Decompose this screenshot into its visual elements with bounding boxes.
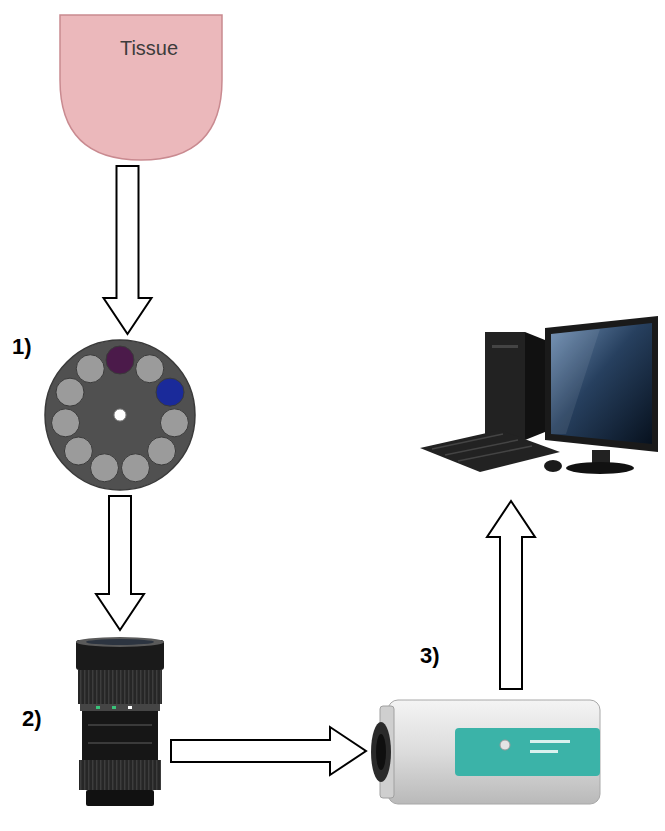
- camera-body-part: [530, 740, 570, 743]
- filter-wheel-part: [160, 409, 188, 437]
- camera-lens-part: [78, 670, 162, 704]
- block-arrow: [96, 496, 144, 630]
- camera-body: [371, 700, 600, 804]
- camera-lens-part: [128, 706, 132, 709]
- callout-number: 1): [12, 334, 32, 360]
- block-arrow: [104, 166, 152, 334]
- tissue-shape: [60, 15, 222, 160]
- camera-lens-part: [88, 742, 152, 744]
- computer-part: [485, 332, 525, 440]
- computer-part: [492, 345, 518, 348]
- camera-body-part: [376, 734, 386, 770]
- filter-wheel-part: [91, 454, 119, 482]
- camera-lens: [76, 637, 164, 806]
- computer-part: [432, 434, 503, 449]
- camera-lens: 2): [75, 636, 165, 808]
- camera-lens-part: [96, 706, 100, 709]
- node-label: Tissue: [60, 37, 238, 60]
- filter-wheel-part: [114, 409, 126, 421]
- camera-body-part: [500, 740, 510, 750]
- filter-wheel-part: [148, 437, 176, 465]
- camera-lens-part: [88, 724, 152, 726]
- camera-body: 3): [372, 695, 602, 807]
- computer-part: [545, 316, 658, 452]
- block-arrow: [487, 501, 535, 689]
- computer-part: [551, 323, 652, 444]
- filter-wheel-part: [121, 454, 149, 482]
- filter-wheel-part: [45, 340, 195, 490]
- computer-part: [458, 446, 532, 461]
- computer-part: [525, 332, 545, 440]
- filter-wheel-part: [52, 409, 80, 437]
- block-arrow: [171, 727, 366, 775]
- camera-lens-part: [76, 637, 164, 647]
- camera-lens-part: [80, 704, 160, 711]
- filter-wheel: [45, 340, 195, 490]
- camera-body-part: [371, 722, 391, 782]
- callout-number: 3): [420, 643, 440, 669]
- camera-lens-part: [82, 711, 158, 760]
- camera-lens-part: [112, 706, 116, 709]
- filter-wheel-part: [106, 346, 134, 374]
- filter-wheel-part: [56, 378, 84, 406]
- camera-body-part: [455, 728, 600, 776]
- camera-body-part: [530, 750, 558, 753]
- computer-part: [544, 460, 562, 472]
- camera-lens-part: [86, 639, 154, 645]
- camera-lens-part: [79, 760, 161, 790]
- filter-wheel-part: [136, 355, 164, 383]
- tissue-shape-part: [60, 15, 222, 160]
- computer-part: [592, 450, 610, 464]
- filter-wheel-part: [64, 437, 92, 465]
- callout-number: 2): [22, 706, 42, 732]
- camera-lens-part: [86, 790, 154, 806]
- filter-wheel-part: [156, 378, 184, 406]
- filter-wheel-part: [76, 355, 104, 383]
- filter-wheel: 1): [45, 340, 195, 490]
- computer: [420, 310, 660, 495]
- computer: [420, 316, 658, 474]
- tissue-shape: Tissue: [60, 15, 238, 160]
- computer-part: [445, 440, 518, 455]
- camera-body-part: [388, 700, 600, 804]
- computer-part: [566, 462, 634, 474]
- computer-part: [420, 430, 560, 472]
- computer-part: [551, 329, 600, 434]
